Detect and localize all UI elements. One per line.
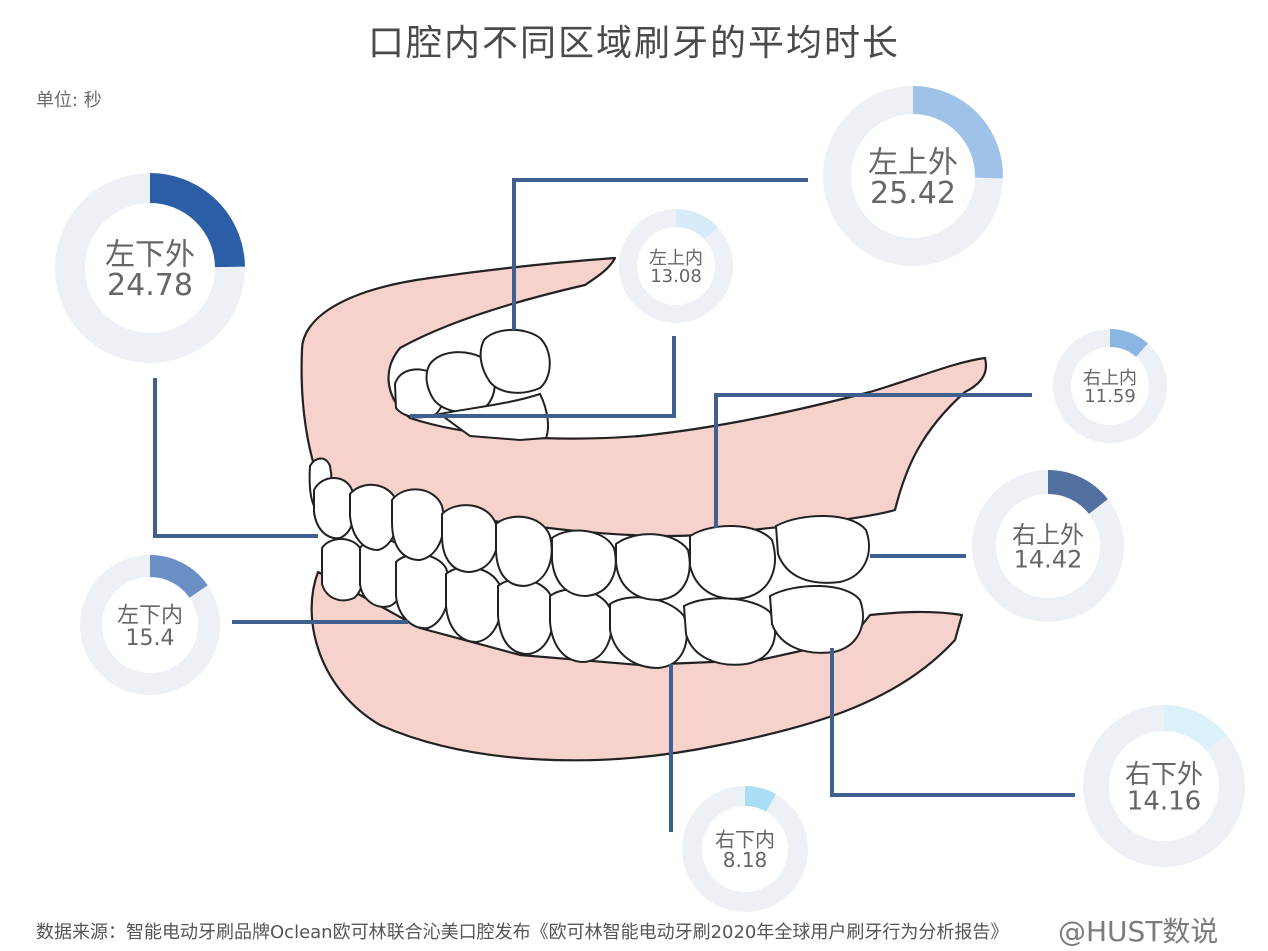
donut-value-label: 25.42 <box>870 176 956 211</box>
donut-value-label: 8.18 <box>723 848 768 872</box>
chart-title: 口腔内不同区域刷牙的平均时长 <box>367 23 900 64</box>
donut-value-arc <box>675 209 718 240</box>
upper-back-teeth <box>393 328 551 442</box>
donut-value-arc <box>149 555 208 599</box>
leader-upper-left-outer <box>512 178 808 330</box>
donut-value-label: 24.78 <box>107 268 193 303</box>
donut-value-label: 14.42 <box>1014 546 1083 574</box>
lower-gum <box>310 570 964 762</box>
donut-value-arc <box>912 86 1003 179</box>
donut-value-arc <box>149 173 245 268</box>
leader-lower-left-outer <box>153 378 318 538</box>
donut-value-label: 11.59 <box>1084 386 1136 407</box>
donut-value-arc <box>1047 470 1108 515</box>
donut-value-arc <box>744 786 776 812</box>
donut-value-label: 13.08 <box>650 266 702 287</box>
donut-value-label: 15.4 <box>126 626 175 651</box>
donut-region-label: 左下内 <box>117 603 183 628</box>
donut-region-label: 右下外 <box>1125 760 1203 790</box>
upper-front-teeth <box>308 457 870 602</box>
leader-lines <box>153 178 1075 832</box>
donut-region-label: 左下外 <box>105 237 195 272</box>
lower-front-teeth <box>321 537 864 670</box>
source-note: 数据来源：智能电动牙刷品牌Oclean欧可林联合沁美口腔发布《欧可林智能电动牙刷… <box>36 922 1009 943</box>
donut-region-label: 右上外 <box>1012 521 1084 549</box>
donut-value-arc <box>1163 705 1227 752</box>
donut-value-arc <box>1109 329 1148 358</box>
donut-value-label: 14.16 <box>1127 786 1201 816</box>
leader-lower-right-outer <box>830 648 1075 797</box>
leader-upper-right-inner <box>714 393 1032 528</box>
leader-upper-left-inner <box>410 336 676 418</box>
unit-label: 单位: 秒 <box>36 90 102 111</box>
watermark: @HUST数说 <box>1058 915 1219 948</box>
donut-region-label: 左上外 <box>868 145 958 180</box>
donut-region-label: 右上内 <box>1083 368 1137 389</box>
donut-region-label: 左上内 <box>649 248 703 269</box>
donut-region-label: 右下内 <box>715 828 775 852</box>
